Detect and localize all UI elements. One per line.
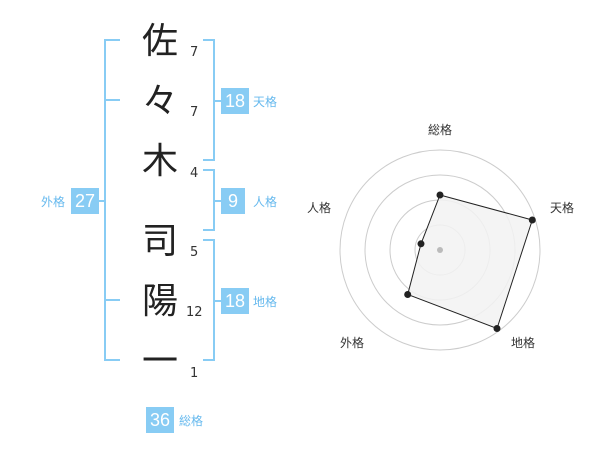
- stroke-count-1: 7: [190, 45, 199, 60]
- stroke-count-3: 4: [190, 166, 199, 181]
- radar-axis-label-jinkaku: 人格: [307, 201, 332, 215]
- name-char-6: 一: [141, 341, 178, 382]
- name-char-5: 陽: [141, 281, 178, 322]
- jinkaku-label: 人格: [253, 195, 278, 209]
- radar-axis-label-soukaku: 総格: [428, 123, 453, 137]
- gaikaku-badge: 27: [71, 188, 99, 214]
- radar-ring-4: [339, 149, 541, 351]
- chikaku-badge: 18: [221, 288, 249, 314]
- stroke-count-4: 5: [190, 245, 199, 260]
- soukaku-badge: 36: [146, 407, 174, 433]
- radar-center-point: [437, 247, 443, 253]
- radar-point-1: [436, 191, 444, 199]
- name-char-4: 司: [141, 221, 178, 262]
- stroke-count-2: 7: [190, 105, 199, 120]
- gaikaku-label: 外格: [41, 195, 66, 209]
- soukaku-label: 総格: [179, 414, 204, 428]
- tenkaku-label: 天格: [253, 95, 278, 109]
- radar-axis-label-tenkaku: 天格: [550, 201, 575, 215]
- radar-axis-label-chikaku: 地格: [511, 336, 536, 350]
- radar-point-3: [493, 325, 501, 332]
- radar-point-2: [528, 216, 536, 224]
- jinkaku-badge: 9: [221, 188, 245, 214]
- name-char-1: 佐: [141, 21, 178, 62]
- radar-point-4: [404, 291, 412, 298]
- radar-point-5: [417, 240, 425, 248]
- radar-polygon: [407, 194, 533, 330]
- name-char-2: 々: [141, 81, 178, 122]
- stroke-count-6: 1: [190, 366, 199, 381]
- chikaku-label: 地格: [253, 295, 278, 309]
- tenkaku-badge: 18: [221, 88, 249, 114]
- radar-axis-label-gaikaku: 外格: [340, 336, 365, 350]
- name-char-3: 木: [141, 141, 178, 182]
- stroke-count-5: 12: [186, 305, 203, 320]
